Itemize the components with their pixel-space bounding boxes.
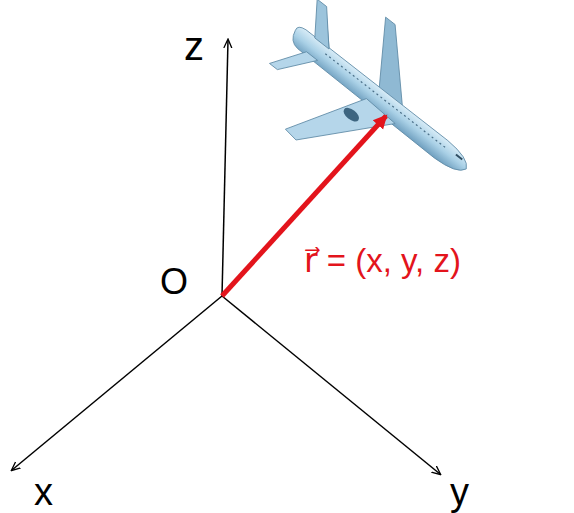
x-axis — [12, 296, 222, 470]
z-axis — [222, 40, 228, 296]
y-axis — [222, 296, 440, 474]
origin-label: O — [160, 264, 188, 300]
airplane — [241, 0, 510, 234]
axis-label: z — [184, 26, 204, 66]
vector-label: r⃗ = (x, y, z) — [304, 244, 461, 277]
axis-label: x — [34, 473, 53, 511]
axis-label: y — [450, 473, 469, 511]
